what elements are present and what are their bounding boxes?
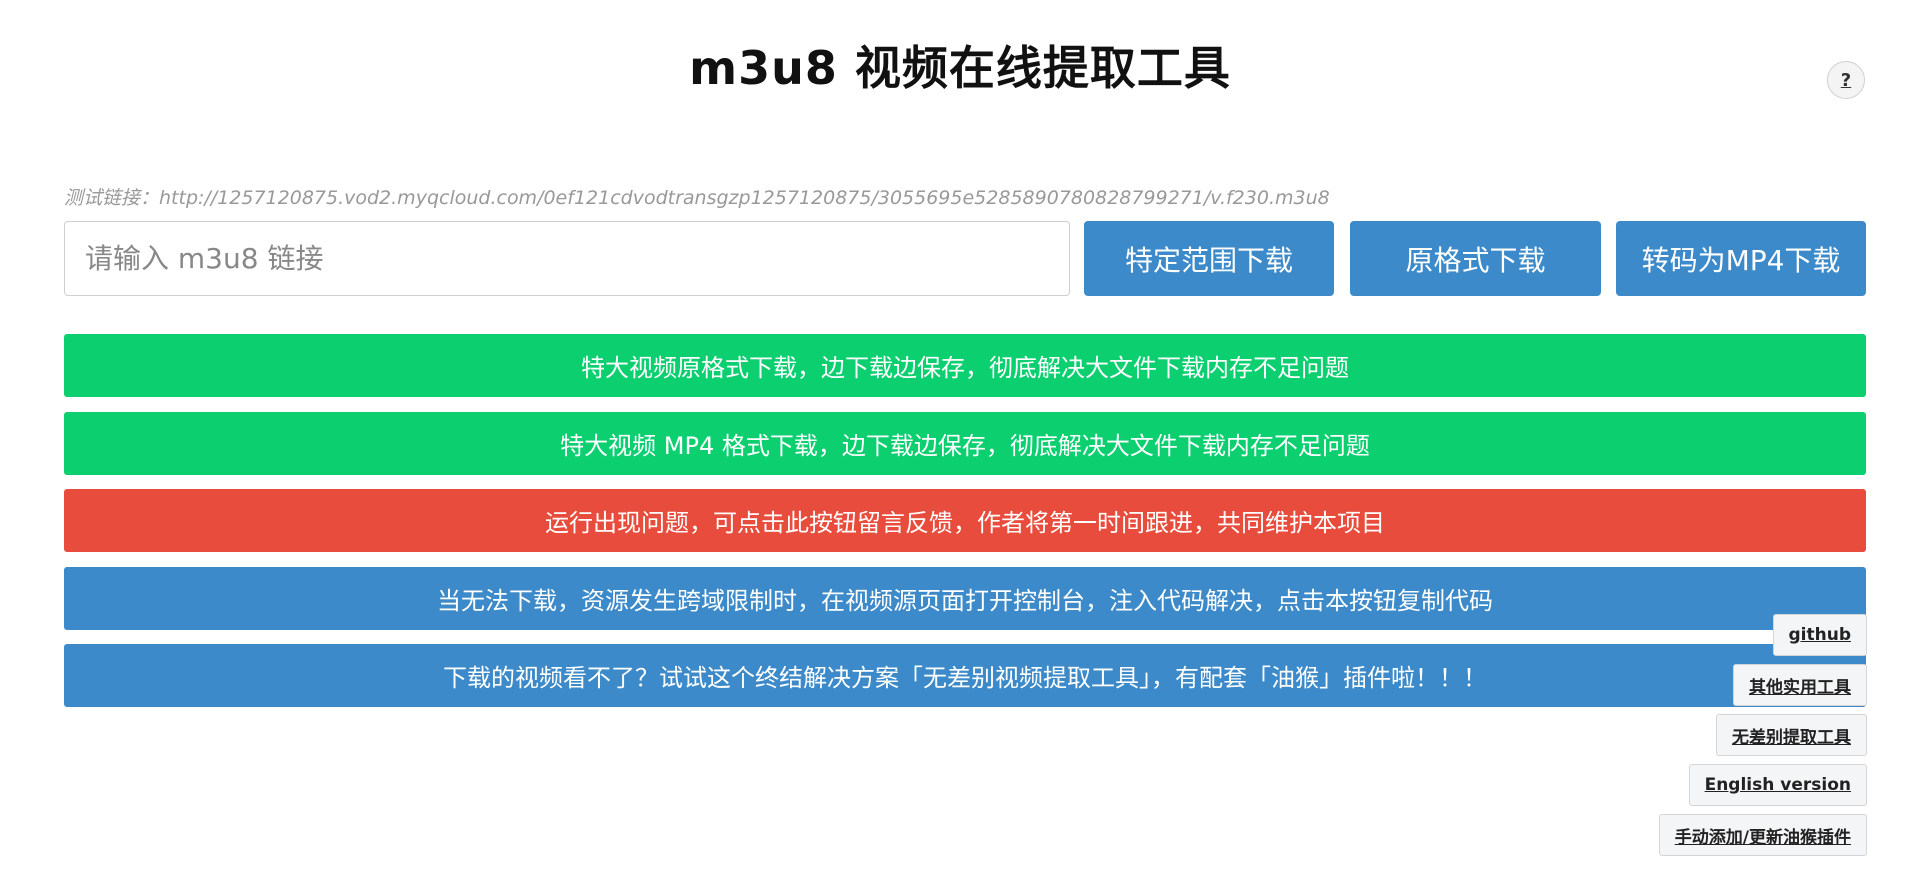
range-download-button[interactable]: 特定范围下载 bbox=[1084, 221, 1334, 296]
universal-tool-button[interactable]: 下载的视频看不了？试试这个终结解决方案「无差别视频提取工具」，有配套「油猴」插件… bbox=[64, 644, 1866, 707]
mp4-download-button[interactable]: 转码为MP4下载 bbox=[1616, 221, 1866, 296]
copy-cors-code-button[interactable]: 当无法下载，资源发生跨域限制时，在视频源页面打开控制台，注入代码解决，点击本按钮… bbox=[64, 567, 1866, 630]
page-title: m3u8 视频在线提取工具 bbox=[689, 41, 1231, 95]
stream-mp4-download-button[interactable]: 特大视频 MP4 格式下载，边下载边保存，彻底解决大文件下载内存不足问题 bbox=[64, 412, 1866, 475]
other-tools-link[interactable]: 其他实用工具 bbox=[1733, 664, 1867, 706]
github-link[interactable]: github bbox=[1772, 614, 1867, 656]
help-button[interactable]: ? bbox=[1827, 61, 1865, 99]
stream-original-download-button[interactable]: 特大视频原格式下载，边下载边保存，彻底解决大文件下载内存不足问题 bbox=[64, 334, 1866, 397]
original-download-button[interactable]: 原格式下载 bbox=[1350, 221, 1601, 296]
test-link-hint: 测试链接：http://1257120875.vod2.myqcloud.com… bbox=[64, 187, 1330, 209]
feedback-button[interactable]: 运行出现问题，可点击此按钮留言反馈，作者将第一时间跟进，共同维护本项目 bbox=[64, 489, 1866, 552]
userscript-update-link[interactable]: 手动添加/更新油猴插件 bbox=[1658, 814, 1867, 856]
universal-extract-link[interactable]: 无差别提取工具 bbox=[1716, 714, 1867, 756]
english-version-link[interactable]: English version bbox=[1688, 764, 1867, 806]
m3u8-url-input[interactable] bbox=[64, 221, 1070, 296]
